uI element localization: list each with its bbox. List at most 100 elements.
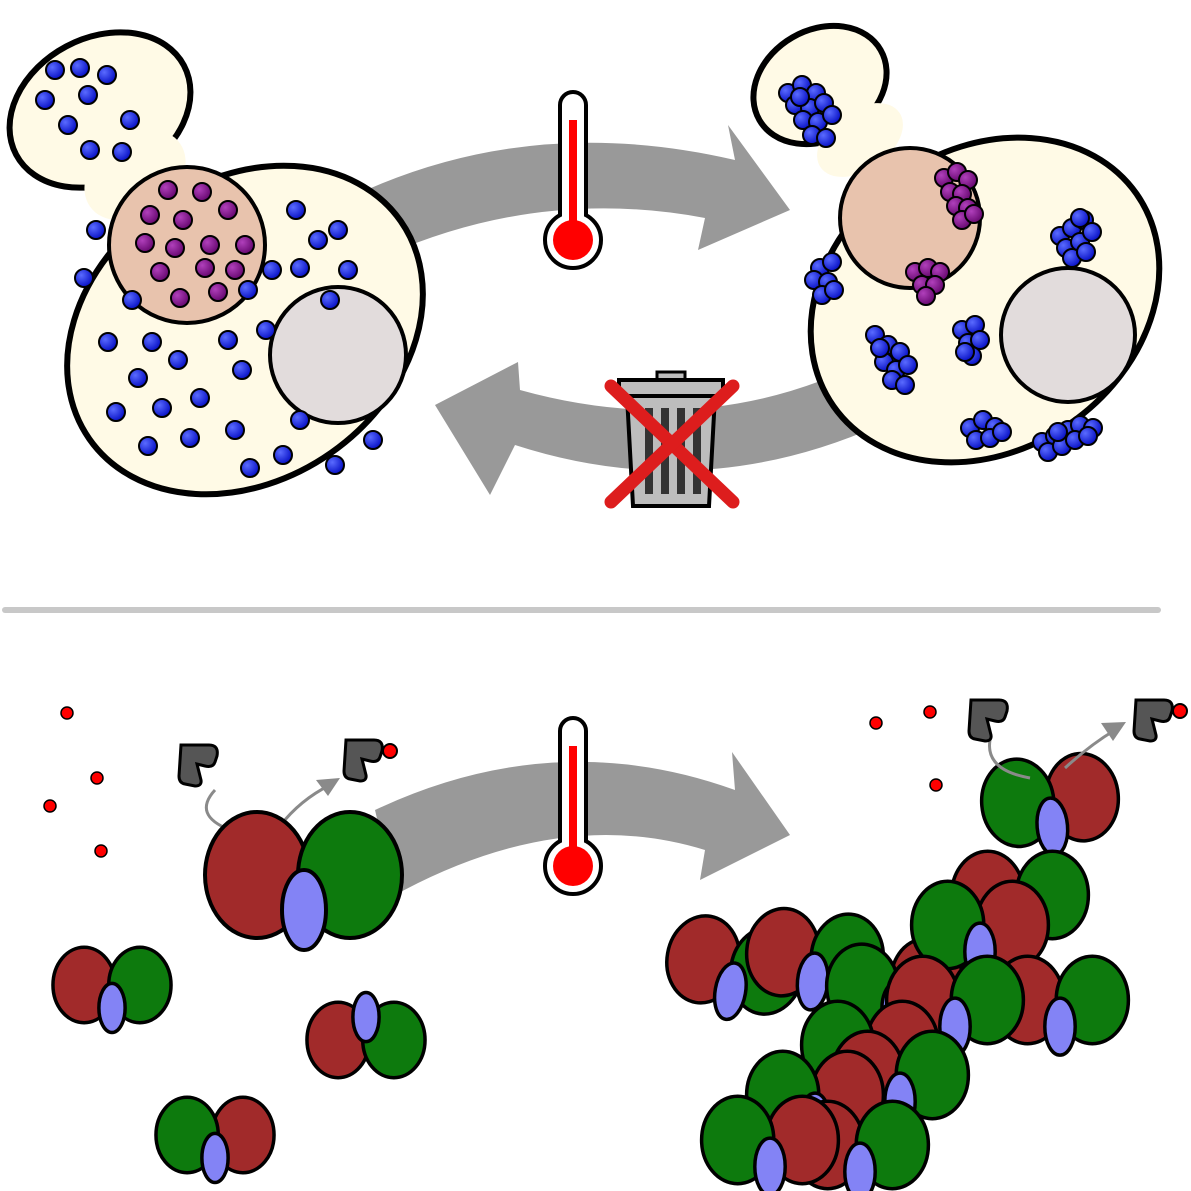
protein-dot xyxy=(170,288,190,308)
condensate xyxy=(952,315,990,366)
substrate-dot-icon xyxy=(60,706,74,720)
enzyme-dimer xyxy=(699,1094,841,1191)
protein-dot xyxy=(240,458,260,478)
protein-dot xyxy=(158,180,178,200)
unstressed-cell xyxy=(6,29,426,498)
dispersed-cytoplasmic-proteins xyxy=(35,58,383,478)
protein-dot xyxy=(870,338,890,358)
protein-dot xyxy=(235,235,255,255)
condensate xyxy=(865,325,918,395)
enzyme-condensate xyxy=(665,751,1131,1191)
protein-dot xyxy=(256,320,276,340)
protein-dot xyxy=(363,430,383,450)
protein-dot xyxy=(816,128,836,148)
stressed-cell xyxy=(750,22,1163,466)
protein-dot xyxy=(150,262,170,282)
enzyme-dimer xyxy=(305,990,427,1080)
protein-dot xyxy=(152,398,172,418)
clustered-enzyme-activity xyxy=(967,698,1188,780)
protein-dot xyxy=(58,115,78,135)
protein-dot xyxy=(200,235,220,255)
protein-dot xyxy=(180,428,200,448)
thermometer-icon xyxy=(543,90,603,270)
protein-dot xyxy=(138,436,158,456)
protein-dot xyxy=(78,85,98,105)
substrate-dot-icon xyxy=(43,799,57,813)
protein-dot xyxy=(225,260,245,280)
protein-dot xyxy=(218,200,238,220)
protein-dot xyxy=(122,290,142,310)
protein-dot xyxy=(70,58,90,78)
protein-dot xyxy=(916,286,936,306)
protein-dot xyxy=(286,200,306,220)
protein-dot xyxy=(74,268,94,288)
protein-dot xyxy=(192,182,212,202)
protein-dot xyxy=(232,360,252,380)
protein-dot xyxy=(128,368,148,388)
protein-dot xyxy=(1076,242,1096,262)
substrate-dots-left xyxy=(43,706,108,858)
protein-dot xyxy=(308,230,328,250)
substrate-dots-right xyxy=(869,705,943,792)
protein-dot xyxy=(822,252,842,272)
protein-dot xyxy=(238,280,258,300)
protein-dot xyxy=(320,290,340,310)
protein-dot xyxy=(262,260,282,280)
protein-dot xyxy=(140,205,160,225)
protein-dot xyxy=(1082,222,1102,242)
protein-dot xyxy=(1048,422,1068,442)
protein-dot xyxy=(328,220,348,240)
protein-dot xyxy=(120,110,140,130)
substrate-dot-icon xyxy=(869,716,883,730)
enzyme-dimer xyxy=(51,945,173,1035)
protein-dot xyxy=(822,105,842,125)
enzyme-dimer xyxy=(154,1095,276,1185)
substrate-dot-icon xyxy=(90,771,104,785)
substrate-dot-icon xyxy=(929,778,943,792)
protein-dot xyxy=(898,355,918,375)
protein-dot xyxy=(273,445,293,465)
protein-dot xyxy=(824,280,844,300)
hook-product-icon xyxy=(177,743,219,788)
protein-dot xyxy=(168,350,188,370)
protein-dot xyxy=(142,332,162,352)
protein-dot xyxy=(992,422,1012,442)
protein-dot xyxy=(964,204,984,224)
protein-dot xyxy=(190,388,210,408)
cytoplasmic-protein-condensates xyxy=(778,75,1103,462)
condensate xyxy=(778,75,842,148)
vacuole xyxy=(268,285,408,425)
protein-dot xyxy=(218,330,238,350)
protein-dot xyxy=(98,332,118,352)
condensate xyxy=(960,410,1012,450)
condensate xyxy=(1050,208,1102,268)
protein-dot xyxy=(80,140,100,160)
vacuole xyxy=(999,266,1137,404)
protein-dot xyxy=(97,65,117,85)
substrate-dot-icon xyxy=(923,705,937,719)
condensate xyxy=(804,252,844,305)
protein-dot xyxy=(1078,426,1098,446)
protein-dot xyxy=(970,330,990,350)
protein-dot xyxy=(290,258,310,278)
protein-dot xyxy=(208,282,228,302)
free-dimers xyxy=(51,945,427,1185)
active-enzyme xyxy=(177,738,404,952)
substrate-dot-icon xyxy=(94,844,108,858)
protein-dot xyxy=(195,258,215,278)
protein-dot xyxy=(135,233,155,253)
protein-dot xyxy=(106,402,126,422)
protein-dot xyxy=(338,260,358,280)
protein-dot xyxy=(1070,208,1090,228)
protein-dot xyxy=(325,455,345,475)
protein-dot xyxy=(790,87,810,107)
hook-product-icon xyxy=(1132,698,1188,743)
protein-dot xyxy=(225,420,245,440)
protein-dot xyxy=(173,210,193,230)
protein-dot xyxy=(955,342,975,362)
crossed-trash-bin-icon xyxy=(604,370,740,509)
protein-dot xyxy=(35,90,55,110)
hook-product-icon xyxy=(342,738,398,783)
